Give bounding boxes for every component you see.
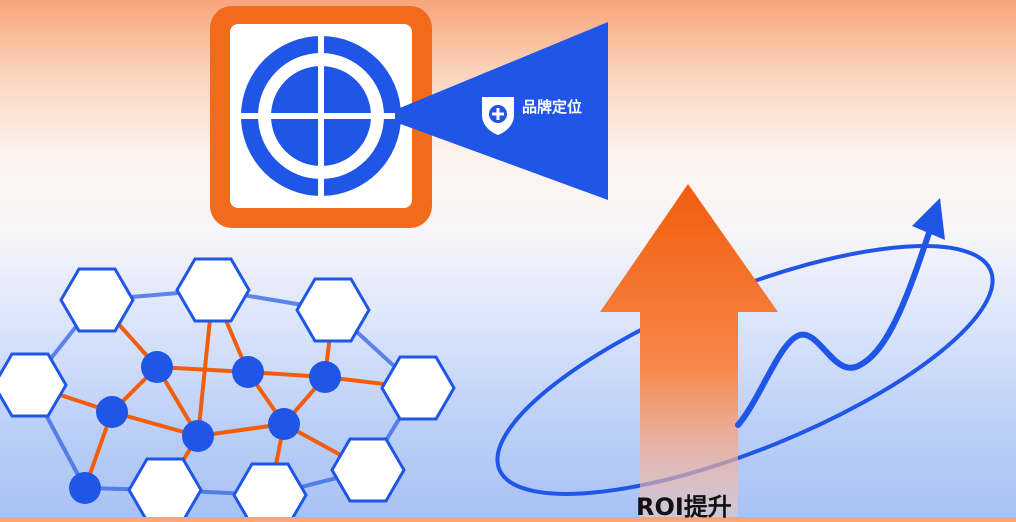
orbit-ellipse <box>495 244 995 496</box>
up-arrow-icon <box>600 184 778 517</box>
target-icon <box>210 6 432 228</box>
network-icon <box>0 257 456 517</box>
growth-line-icon <box>735 198 945 428</box>
brand-positioning-label: 品牌定位 <box>522 98 583 116</box>
brand-shield-icon <box>482 97 514 135</box>
roi-label: ROI提升 <box>636 493 732 521</box>
